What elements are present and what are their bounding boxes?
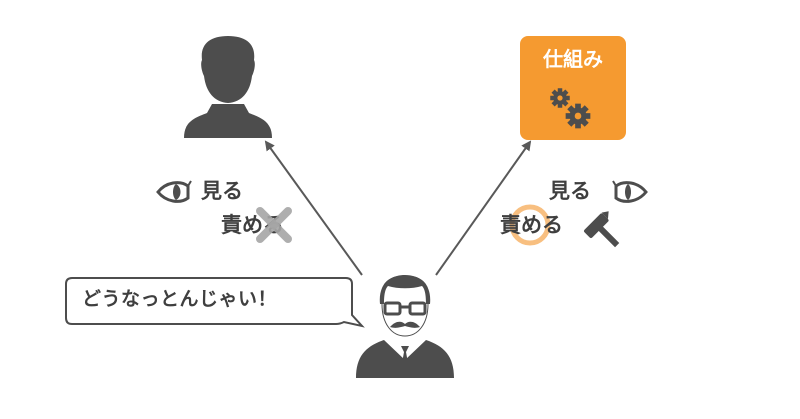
eye-icon [612, 180, 648, 203]
speech-bubble [65, 277, 365, 328]
left-see-label: 見る [201, 179, 243, 203]
hammer-icon [584, 211, 620, 248]
businessman-icon [356, 275, 454, 378]
highlight-circle [509, 204, 551, 246]
person-icon [184, 36, 272, 138]
speech-text: どうなっとんじゃい！ [82, 288, 278, 310]
eye-icon [156, 180, 192, 203]
system-title: 仕組み [543, 47, 603, 71]
system-box: 仕組み [520, 36, 626, 140]
arrow-to-person [264, 140, 363, 276]
arrow-to-system [435, 140, 532, 276]
right-blame-label: 責める [500, 213, 563, 237]
gears-icon [550, 88, 591, 129]
right-see-label: 見る [549, 179, 591, 203]
cross-mark-icon [256, 207, 292, 243]
